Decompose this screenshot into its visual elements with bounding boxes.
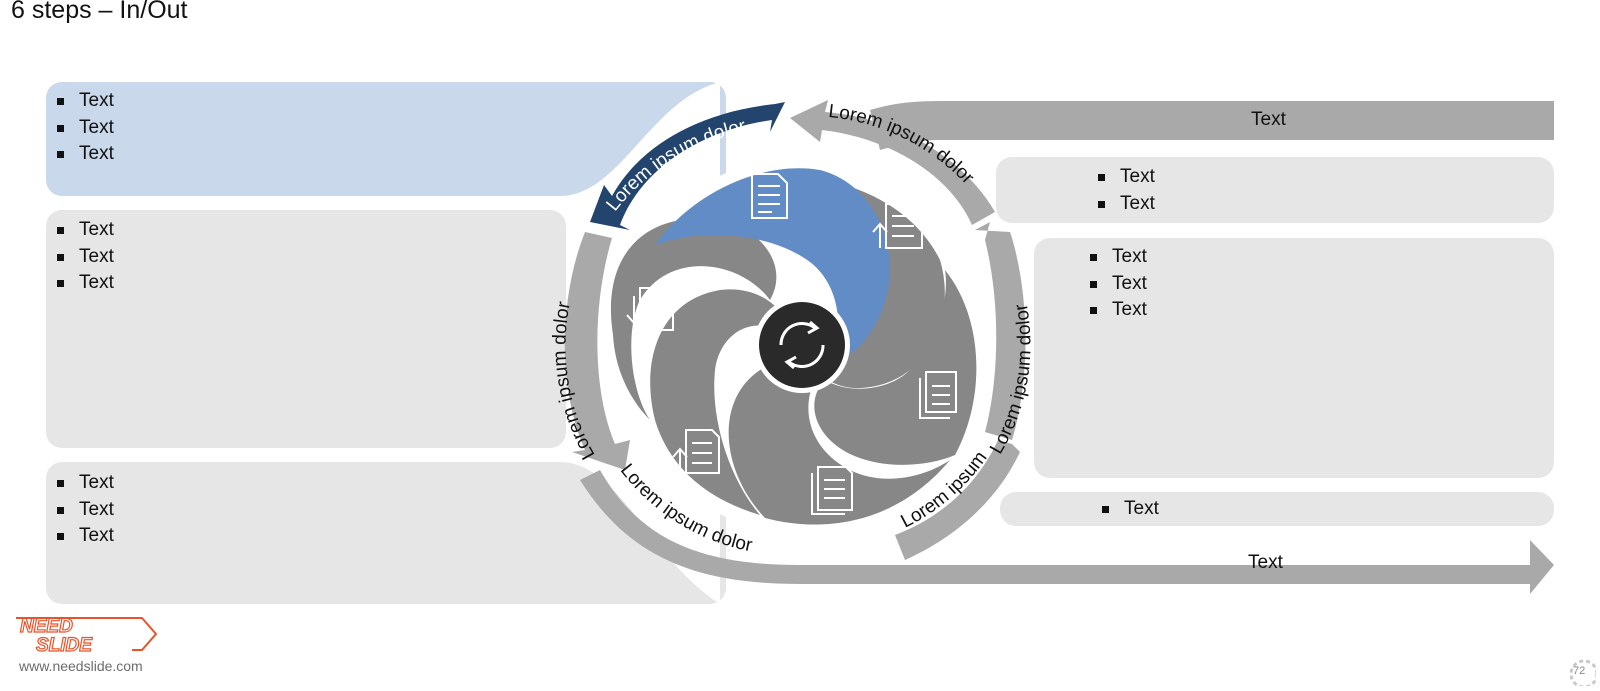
ring-arrow-left [564, 232, 630, 470]
report-stack-icon [919, 371, 957, 419]
bullets-left-bottom: Text Text Text [57, 470, 114, 550]
logo-text-slide: SLIDE [36, 635, 93, 656]
bullet-item: Text [1090, 271, 1147, 298]
bullets-right-bottom: Text [1102, 496, 1159, 523]
segment-1-active [655, 168, 890, 365]
panel-right-middle [1034, 238, 1554, 478]
logo-url: www.needslide.com [19, 658, 143, 674]
in-arrow-body [870, 101, 1554, 150]
segment-4 [728, 364, 950, 525]
bullet-item: Text [57, 244, 114, 271]
bullet-item: Text [57, 115, 114, 142]
bullet-item: Text [57, 497, 114, 524]
slide-title: 6 steps – In/Out [11, 0, 188, 24]
ring-arrow-right [975, 222, 1026, 440]
out-arrow-label: Text [1248, 552, 1283, 573]
connector-wing-bottom-left [560, 462, 720, 604]
page-number-badge: 72 [1566, 656, 1599, 689]
panel-left-middle [46, 210, 566, 448]
ring-arrow-bottom-right [895, 440, 1020, 560]
needslide-logo: NEED SLIDE [16, 615, 158, 656]
bullet-item: Text [1098, 191, 1155, 218]
bullet-item: Text [57, 270, 114, 297]
bullet-item: Text [1098, 164, 1155, 191]
panel-right-bottom [1000, 492, 1554, 526]
bullet-item: Text [57, 88, 114, 115]
bullet-item: Text [57, 470, 114, 497]
download-checklist-icon [626, 287, 674, 331]
segment-6 [610, 218, 777, 420]
panel-right-top [996, 157, 1554, 223]
connector-wing-top-left [560, 82, 720, 196]
bullet-item: Text [57, 217, 114, 244]
bullet-item: Text [57, 523, 114, 550]
bullet-item: Text [1090, 297, 1147, 324]
bullet-item: Text [1102, 496, 1159, 523]
bullets-left-middle: Text Text Text [57, 217, 114, 297]
bullet-item: Text [57, 141, 114, 168]
segment-3 [814, 270, 977, 465]
bullet-item: Text [1090, 244, 1147, 271]
ring-arrow-top-right [790, 100, 995, 225]
upload-checklist-icon-2 [672, 429, 720, 474]
checklist-document-icon [751, 173, 788, 219]
documents-stack-icon [811, 466, 853, 515]
in-arrow-label: Text [1251, 109, 1286, 130]
out-arrow-body [580, 470, 1554, 594]
refresh-cycle-icon [779, 320, 825, 370]
ring-arrow-active [590, 102, 785, 230]
bullets-right-top: Text Text [1098, 164, 1155, 217]
page-number: 72 [1573, 665, 1586, 677]
upload-checklist-icon [872, 203, 923, 249]
center-hub [759, 302, 845, 388]
bullets-left-top: Text Text Text [57, 88, 114, 168]
bullets-right-middle: Text Text Text [1090, 244, 1147, 324]
logo-text-need: NEED [20, 616, 73, 637]
